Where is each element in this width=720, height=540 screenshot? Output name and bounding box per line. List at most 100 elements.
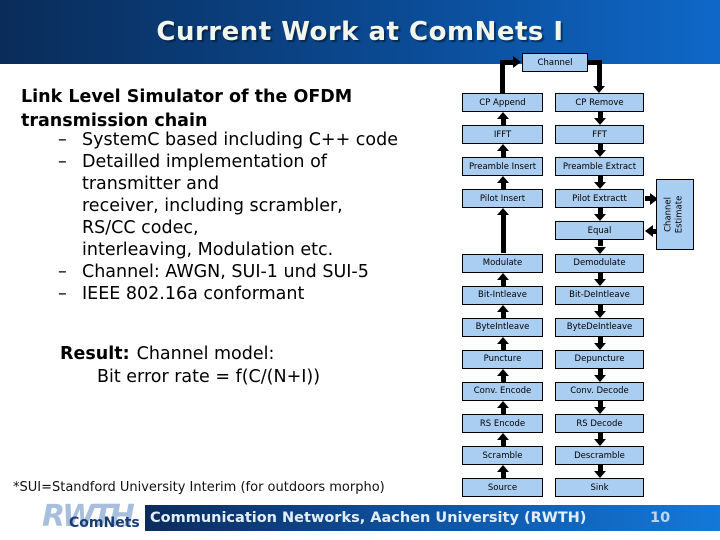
flow-arrowhead-icon bbox=[496, 208, 509, 216]
flow-arrow-shaft bbox=[500, 279, 506, 286]
flow-arrow-shaft bbox=[597, 400, 603, 407]
flow-arrowhead-icon bbox=[496, 144, 509, 152]
arrowhead-into-channel-icon bbox=[513, 56, 521, 68]
flow-arrowhead-icon bbox=[496, 336, 509, 344]
diagram-box-sink: Sink bbox=[555, 478, 644, 498]
diagram-box-cp-append: CP Append bbox=[462, 93, 543, 112]
diagram-box-preamble-insert: Preamble Insert bbox=[462, 157, 543, 177]
page-number: 10 bbox=[650, 510, 671, 526]
arrowhead-into-equal-icon bbox=[645, 225, 653, 237]
flow-arrow-shaft bbox=[597, 208, 603, 215]
flow-arrow-shaft bbox=[597, 368, 603, 375]
connector-channel-to-cp-remove bbox=[588, 60, 602, 65]
flow-arrow-shaft bbox=[597, 176, 603, 183]
content-heading: Link Level Simulator of the OFDM transmi… bbox=[21, 87, 353, 131]
flow-arrowhead-icon bbox=[593, 407, 606, 414]
bullet-item: – IEEE 802.16a conformant bbox=[58, 283, 398, 305]
logo-rwth-text: RWTH bbox=[42, 499, 135, 534]
flow-arrow-shaft bbox=[500, 151, 506, 158]
diagram-box-pilot-insert: Pilot Insert bbox=[462, 189, 543, 209]
flow-arrowhead-icon bbox=[593, 310, 606, 318]
footnote: *SUI=Standford University Interim (for o… bbox=[13, 480, 385, 495]
connector-channel-estimate-to-equal bbox=[652, 229, 657, 234]
diagram-box-ifft: IFFT bbox=[462, 125, 543, 145]
diagram-box-preamble-extract: Preamble Extract bbox=[555, 157, 644, 177]
comnets-logo: RWTH ComNets bbox=[42, 499, 152, 537]
diagram-box-bit-deintleave: Bit-DeIntleave bbox=[555, 285, 644, 305]
flow-arrowhead-icon bbox=[593, 374, 606, 382]
bullet-text: SystemC based including C++ code bbox=[82, 130, 398, 150]
slide-header: Current Work at ComNets I bbox=[0, 0, 720, 64]
arrowhead-into-channel-estimate-icon bbox=[650, 193, 658, 205]
diagram-box-bit-intleave: Bit-Intleave bbox=[462, 285, 543, 305]
slide-title: Current Work at ComNets I bbox=[156, 17, 564, 47]
flow-arrowhead-icon bbox=[593, 246, 606, 254]
diagram-box-channel: Channel bbox=[522, 53, 588, 72]
flow-arrow-shaft bbox=[597, 465, 603, 472]
flow-arrow-shaft bbox=[500, 375, 506, 382]
bullet-text: Channel: AWGN, SUI-1 und SUI-5 bbox=[82, 262, 369, 282]
flow-arrow-shaft bbox=[500, 183, 506, 190]
flow-arrowhead-icon bbox=[496, 112, 509, 119]
diagram-box-scramble: Scramble bbox=[462, 446, 543, 466]
result-line: Result:Channel model: bbox=[60, 343, 320, 366]
footer-bar: Communication Networks, Aachen Universit… bbox=[145, 505, 720, 531]
flow-arrow-shaft bbox=[597, 336, 603, 343]
flow-arrowhead-icon bbox=[593, 150, 606, 158]
bullet-text: IEEE 802.16a conformant bbox=[82, 284, 305, 304]
flow-arrowhead-icon bbox=[496, 176, 509, 184]
bullet-item: – Detailled implementation of transmitte… bbox=[58, 151, 398, 261]
diagram-box-equal: Equal bbox=[555, 221, 644, 241]
flow-arrow-shaft bbox=[597, 272, 603, 279]
diagram-box-descramble: Descramble bbox=[555, 446, 644, 466]
result-text: Channel model: bbox=[136, 344, 275, 364]
connector-cp-append-to-channel bbox=[500, 60, 505, 93]
diagram-box-cp-remove: CP Remove bbox=[555, 93, 644, 112]
flow-arrow-shaft bbox=[597, 304, 603, 311]
flow-arrowhead-icon bbox=[593, 439, 606, 447]
flow-arrowhead-icon bbox=[593, 342, 606, 350]
flow-arrow-shaft bbox=[597, 144, 603, 151]
diagram-box-rs-decode: RS Decode bbox=[555, 414, 644, 433]
connector-pilot-extract-to-channel-estimate bbox=[645, 196, 652, 201]
diagram-box-pilot-extractt: Pilot Extractt bbox=[555, 189, 644, 209]
connector-channel-to-cp-remove bbox=[597, 60, 602, 87]
flow-arrow-shaft bbox=[500, 119, 506, 126]
flow-arrowhead-icon bbox=[593, 214, 606, 222]
flow-arrow-shaft bbox=[597, 433, 603, 440]
flow-arrow-shaft bbox=[597, 112, 603, 119]
flow-arrow-shaft bbox=[597, 240, 603, 247]
flow-arrow-shaft bbox=[500, 472, 506, 479]
bullet-list: – SystemC based including C++ code – Det… bbox=[58, 129, 398, 305]
flow-arrowhead-icon bbox=[593, 471, 606, 479]
bullet-marker: – bbox=[58, 284, 67, 304]
bullet-marker: – bbox=[58, 130, 67, 150]
diagram-box-fft: FFT bbox=[555, 125, 644, 145]
flow-arrow-shaft bbox=[500, 215, 506, 254]
result-formula: Bit error rate = f(C/(N+I)) bbox=[97, 367, 321, 387]
bullet-item: – SystemC based including C++ code bbox=[58, 129, 398, 151]
diagram-box-puncture: Puncture bbox=[462, 349, 543, 369]
flow-arrow-shaft bbox=[500, 311, 506, 318]
diagram-box-modulate: Modulate bbox=[462, 253, 543, 273]
connector-cp-append-to-channel bbox=[500, 60, 514, 65]
diagram-box-rs-encode: RS Encode bbox=[462, 414, 543, 433]
flow-arrowhead-icon bbox=[593, 182, 606, 190]
diagram-box-source: Source bbox=[462, 478, 543, 498]
diagram-box-demodulate: Demodulate bbox=[555, 253, 644, 273]
flow-arrowhead-icon bbox=[496, 465, 509, 473]
logo-comnets-text: ComNets bbox=[69, 515, 140, 531]
footer-text: Communication Networks, Aachen Universit… bbox=[150, 510, 587, 526]
bullet-text: Detailled implementation of transmitter … bbox=[82, 152, 343, 260]
diagram-box-conv-encode: Conv. Encode bbox=[462, 381, 543, 401]
diagram-box-channel-estimate: Channel Estimate bbox=[656, 179, 694, 250]
diagram-box-byteintleave: ByteIntleave bbox=[462, 317, 543, 337]
flow-arrowhead-icon bbox=[593, 278, 606, 286]
flow-arrowhead-icon bbox=[496, 272, 509, 280]
diagram-box-bytedeintleave: ByteDeIntleave bbox=[555, 317, 644, 337]
diagram-box-conv-decode: Conv. Decode bbox=[555, 381, 644, 401]
result-block: Result:Channel model: Bit error rate = f… bbox=[60, 343, 320, 389]
bullet-marker: – bbox=[58, 152, 67, 172]
